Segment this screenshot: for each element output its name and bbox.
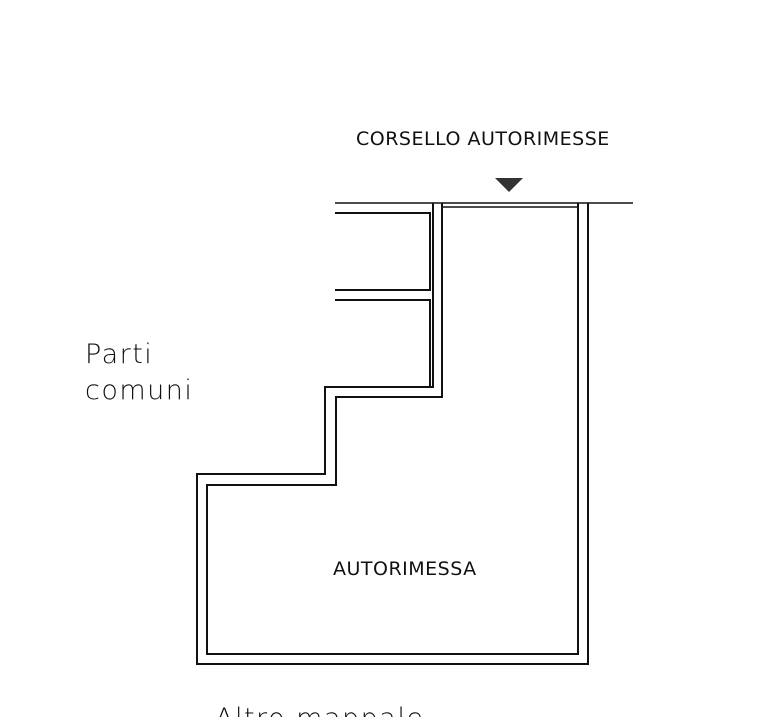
corridor-label: CORSELLO AUTORIMESSE <box>356 128 610 150</box>
common-room-upper-wall <box>335 212 431 291</box>
garage-outer-wall <box>206 203 579 655</box>
common-parts-label-line2: comuni <box>85 375 193 406</box>
common-parts-label-line1: Parti <box>85 339 153 370</box>
common-room-lower-wall <box>335 299 431 387</box>
garage-label: AUTORIMESSA <box>333 558 477 580</box>
down-triangle-marker-icon <box>495 178 523 192</box>
other-parcel-label: Altro mappale <box>215 703 424 717</box>
garage-inner-wall <box>196 203 589 665</box>
